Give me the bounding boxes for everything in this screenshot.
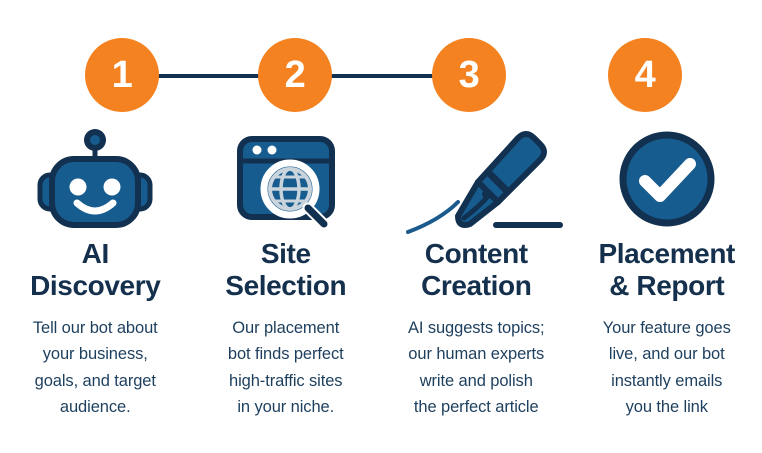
step-badge-3: 3 [432, 38, 506, 112]
step-column-1: AI Discovery Tell our bot about your bus… [0, 124, 191, 421]
browser-globe-search-icon [231, 124, 341, 234]
step-body-4: Your feature goes live, and our bot inst… [602, 318, 731, 417]
robot-head-icon [36, 124, 154, 234]
step-heading-2: Site Selection [225, 238, 347, 302]
step-heading-4: Placement & Report [598, 238, 736, 302]
pen-nib-icon [382, 124, 570, 234]
step-number-row: 1 2 3 4 [0, 38, 762, 112]
step-heading-1: AI Discovery [30, 238, 161, 302]
check-circle-icon [615, 124, 719, 234]
connector-step2-step3 [320, 74, 440, 78]
step-badge-1: 1 [85, 38, 159, 112]
step-badge-2: 2 [258, 38, 332, 112]
step-column-2: Site Selection Our placement bot finds p… [191, 124, 382, 421]
step-column-3: Content Creation AI suggests topics; our… [381, 124, 572, 421]
step-badge-4: 4 [608, 38, 682, 112]
connector-step1-step2 [150, 74, 268, 78]
step-column-4: Placement & Report Your feature goes liv… [572, 124, 762, 421]
step-columns: AI Discovery Tell our bot about your bus… [0, 124, 762, 421]
step-body-1: Tell our bot about your business, goals,… [32, 318, 158, 417]
step-body-3: AI suggests topics; our human experts wr… [407, 318, 545, 417]
step-body-2: Our placement bot finds perfect high-tra… [227, 318, 344, 417]
step-heading-3: Content Creation [421, 238, 532, 302]
